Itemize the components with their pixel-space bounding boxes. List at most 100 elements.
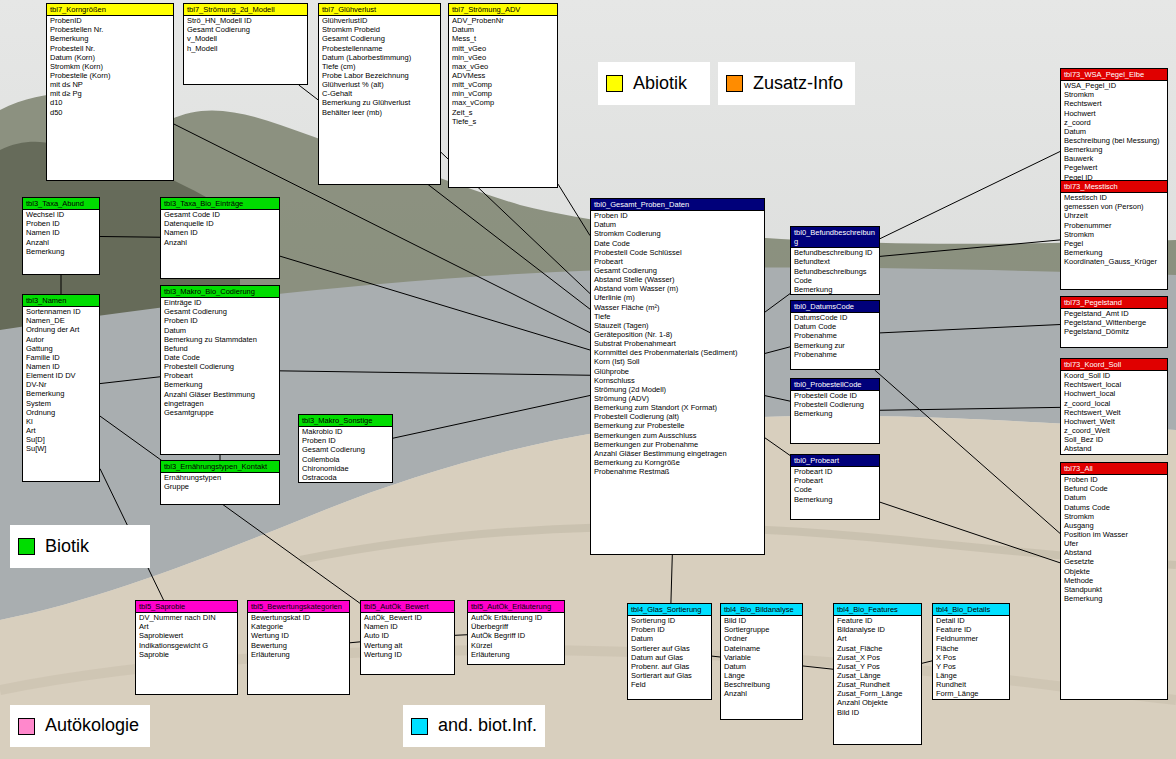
field-name: Probenummer xyxy=(1061,221,1167,230)
field-name: Probestell Code Schlüssel xyxy=(591,248,764,257)
field-name: Wechsel ID xyxy=(23,210,99,219)
table-box: tbl4_Bio_BildanalyseBild IDSortiergruppe… xyxy=(720,603,803,720)
field-name: Bauwerk xyxy=(1061,154,1167,163)
field-name: ProbenID xyxy=(47,16,173,25)
field-name: Bemerkungen zur Probenahme xyxy=(591,440,764,449)
field-name: Stromkm xyxy=(1061,90,1167,99)
relation-line xyxy=(280,371,590,375)
field-name: Chironomidae xyxy=(299,464,392,473)
field-name: Datum xyxy=(449,25,557,34)
field-name: Probestellenname xyxy=(319,44,440,53)
table-box: tbl3_Makro_SonstigeMakrobio IDProben IDG… xyxy=(298,414,393,483)
field-name: Strömung (2d Modell) xyxy=(591,385,764,394)
table-box: tbl0_Gesamt_Proben_DatenProben IDDatumSt… xyxy=(590,198,765,555)
field-name: Sortierart auf Glas xyxy=(628,671,711,680)
field-name: Rechtswert_Welt xyxy=(1061,408,1167,417)
field-name: Pegelwert xyxy=(1061,163,1167,172)
field-name: Messtisch ID xyxy=(1061,193,1167,202)
field-name: Namen ID xyxy=(361,622,454,631)
field-name: AutÖk Begriff ID xyxy=(468,631,564,640)
field-name: GlühverlustID xyxy=(319,16,440,25)
table-name: tbl5_AutÖk_Bewert xyxy=(361,601,454,613)
field-name: Sortierung ID xyxy=(628,616,711,625)
field-name: X Pos xyxy=(933,653,1009,662)
field-name: max_vComp xyxy=(449,98,557,107)
field-name: Collembola xyxy=(299,455,392,464)
field-name: Probeart ID xyxy=(791,467,879,476)
field-name: Abstand Stelle (Wasser) xyxy=(591,275,764,284)
field-name: Bemerkung xyxy=(47,34,173,43)
field-name: Proben ID xyxy=(591,211,764,220)
field-name: Mess_t xyxy=(449,34,557,43)
table-name: tbl0_Gesamt_Proben_Daten xyxy=(591,199,764,211)
relation-line xyxy=(880,325,1060,333)
table-name: tbl7_Glühverlust xyxy=(319,4,440,16)
field-name: Abstand xyxy=(1061,444,1167,453)
field-name: Bemerkung xyxy=(1061,248,1167,257)
field-name: Koordinaten_Gauss_Krüger xyxy=(1061,257,1167,266)
field-name: Überbegriff xyxy=(468,622,564,631)
field-name: Pegel xyxy=(1061,239,1167,248)
table-name: tbl0_ProbestellCode xyxy=(791,379,879,391)
field-name: Anzahl xyxy=(721,689,802,698)
field-name: Feature ID xyxy=(933,625,1009,634)
field-name: Datum xyxy=(628,634,711,643)
field-name: Befund Code xyxy=(1061,484,1167,493)
field-name: Behälter leer (mb) xyxy=(319,108,440,117)
field-name: Makrobio ID xyxy=(299,427,392,436)
field-name: Gesamt Codierung xyxy=(319,34,440,43)
table-box: tbl5_AutÖk_BewertAutÖk_Bewert IDNamen ID… xyxy=(360,600,455,675)
field-name: d10 xyxy=(47,98,173,107)
field-name: Wasser Fläche (m²) xyxy=(591,303,764,312)
field-name: Probenahme Restmaß xyxy=(591,467,764,476)
field-name: Bemerkung zu Stammdaten xyxy=(161,335,279,344)
field-name: Bewertung xyxy=(248,641,349,650)
table-name: tbl0_Befundbeschreibung xyxy=(791,227,879,248)
field-name: Art xyxy=(23,426,99,435)
field-name: Probeart xyxy=(591,257,764,266)
field-name: Uferlinie (m) xyxy=(591,293,764,302)
table-name: tbl5_Bewertungskategorien xyxy=(248,601,349,613)
field-name: Standpunkt xyxy=(1061,585,1167,594)
field-name: Hochwert_Welt xyxy=(1061,417,1167,426)
field-name: Sortierer auf Glas xyxy=(628,644,711,653)
field-name: Dateiname xyxy=(721,644,802,653)
field-name: Feature ID xyxy=(834,616,921,625)
table-box: tbl4_Bio_DetailsDetail IDFeature IDFeldn… xyxy=(932,603,1010,700)
field-name: Wertung ID xyxy=(248,631,349,640)
legend-item: Biotik xyxy=(10,525,150,568)
field-name: Sortennamen ID xyxy=(23,307,99,316)
field-name: Ostracoda xyxy=(299,473,392,482)
field-name: Kornmittel des Probenmaterials (Sediment… xyxy=(591,348,764,357)
field-name: Kürzel xyxy=(468,641,564,650)
field-name: Bemerkung zur Probestelle xyxy=(591,421,764,430)
table-name: tbl3_Namen xyxy=(23,295,99,307)
field-name: Probenr. auf Glas xyxy=(628,662,711,671)
relation-line xyxy=(880,240,1060,256)
field-name: Datums Code xyxy=(1061,503,1167,512)
field-name: Zusat_Rundheit xyxy=(834,680,921,689)
field-name: Abstand vom Wasser (m) xyxy=(591,284,764,293)
field-name: Datum Code xyxy=(791,322,879,331)
field-name: Date Code xyxy=(591,239,764,248)
field-name: Position im Wasser xyxy=(1061,530,1167,539)
legend-item: Zusatz-Info xyxy=(718,62,855,105)
table-box: tbl3_Ernährungstypen_KontaktErnährungsty… xyxy=(160,460,280,505)
field-name: Proben ID xyxy=(23,219,99,228)
table-box: tbl3_Taxa_Bio_EinträgeGesamt Code IDDate… xyxy=(160,197,280,279)
field-name: AutÖk_Bewert ID xyxy=(361,613,454,622)
field-name: z_coord xyxy=(1061,118,1167,127)
field-name: Bemerkung xyxy=(23,247,99,256)
field-name: ADV_ProbenNr xyxy=(449,16,557,25)
table-box: tbl5_AutÖk_ErläuterungAutÖk Erläuterung … xyxy=(467,600,565,665)
field-name: Befundtext xyxy=(791,257,879,266)
table-box: tbl5_SaprobieDV_Nummer nach DINArtSaprob… xyxy=(135,600,238,695)
field-name: Variable xyxy=(721,653,802,662)
field-name: Probenahme xyxy=(791,331,879,340)
field-name: Proben ID xyxy=(1061,475,1167,484)
field-name: Zusat_Y Pos xyxy=(834,662,921,671)
field-name: Probeart xyxy=(161,371,279,380)
field-name: Gesamtgruppe xyxy=(161,408,279,417)
table-box: tbl73_WSA_Pegel_ElbeWSA_Pegel_IDStromkmR… xyxy=(1060,68,1168,183)
